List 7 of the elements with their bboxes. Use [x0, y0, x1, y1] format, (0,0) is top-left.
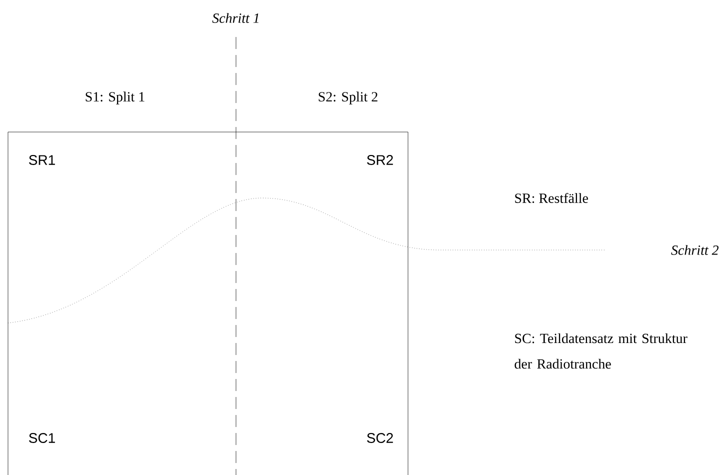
legend-text: SR: Restfälle: [515, 192, 588, 204]
split-label: S1: Split 1: [86, 92, 144, 104]
split-label: S2: Split 2: [318, 92, 378, 104]
step-label: Schritt 2: [671, 245, 718, 255]
legend-text: SC: Teildatensatz mit Struktur der Radiotranche: [514, 333, 688, 369]
region-box: SR1 SR2 SC1 SC2: [8, 132, 408, 475]
step-label: Schritt 1: [212, 13, 258, 23]
